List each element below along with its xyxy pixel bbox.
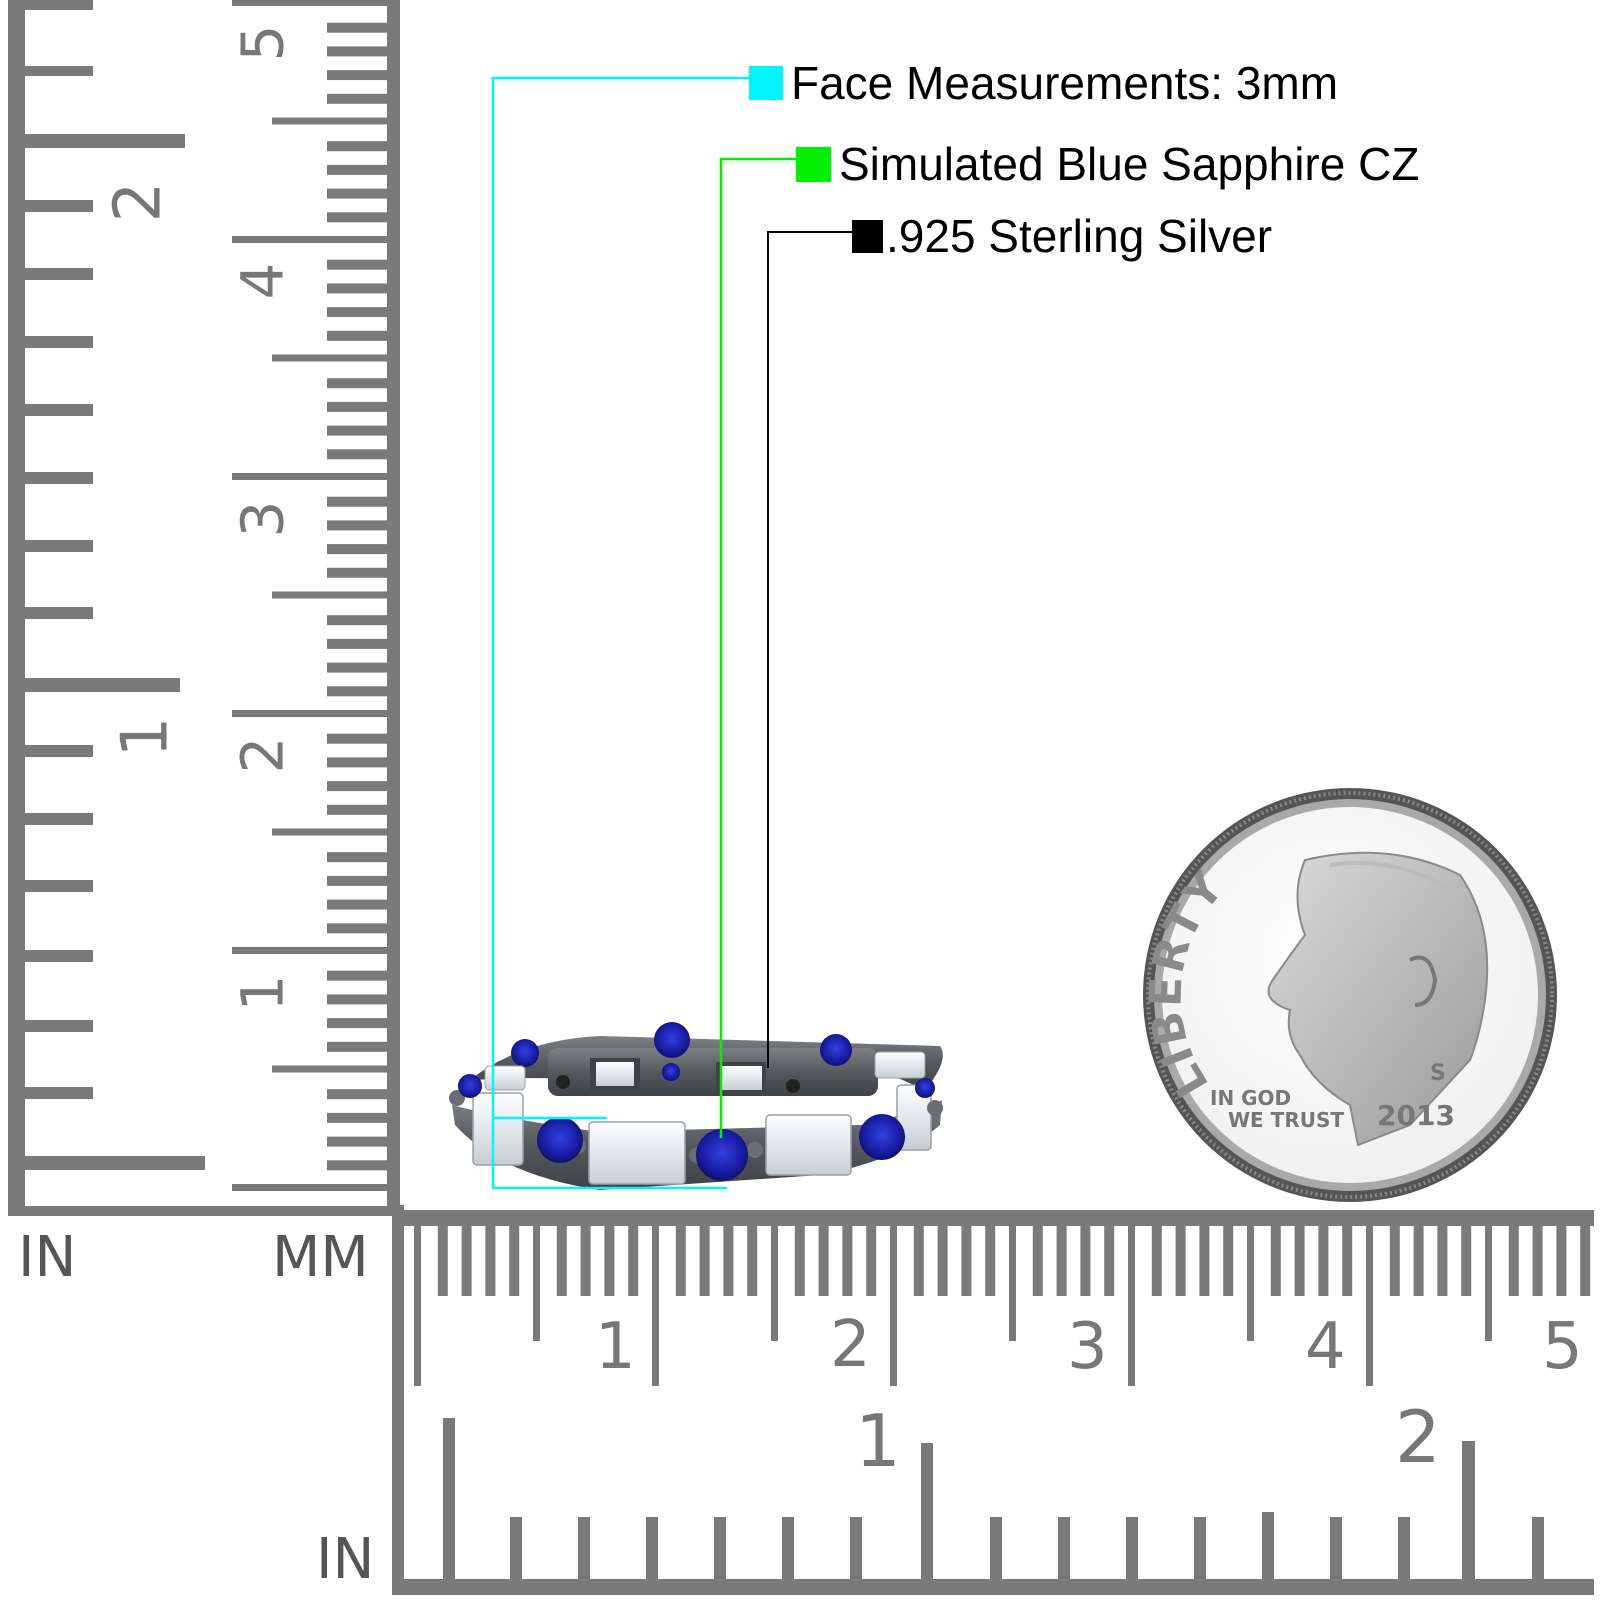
legend-face-measurements: Face Measurements: 3mm [749,60,1338,106]
coin-mint-mark: S [1430,1061,1446,1086]
horizontal-cm-label-5: 5 [1542,1310,1583,1384]
horizontal-cm-label-2: 2 [830,1308,871,1382]
horizontal-ruler-ticks [392,1205,1594,1595]
legend-label-face: Face Measurements: 3mm [791,57,1339,109]
horizontal-cm-label-3: 3 [1067,1310,1108,1384]
legend-label-metal: .925 Sterling Silver [886,210,1273,262]
vertical-mm-unit-label: MM [272,1225,369,1290]
vertical-ruler: 2 1 5 4 3 2 1 [0,0,402,1216]
coin-motto-line2: WE TRUST [1228,1108,1344,1132]
coin-motto-line1: IN GOD [1210,1086,1291,1110]
horizontal-ruler: 1 2 3 4 5 1 2 [390,1205,1600,1600]
green-swatch-icon [796,146,831,182]
dime-coin: LIBERTY IN GOD WE TRUST 2013 S [1140,785,1560,1205]
horizontal-cm-label-4: 4 [1305,1310,1346,1384]
horizontal-in-unit-label: IN [316,1527,375,1592]
coin-year: 2013 [1377,1099,1455,1132]
horizontal-cm-label-1: 1 [595,1310,636,1384]
legend-label-stone: Simulated Blue Sapphire CZ [839,138,1420,190]
black-swatch-icon [852,219,883,253]
vertical-in-unit-label: IN [18,1225,77,1290]
horizontal-in-label-1: 1 [855,1399,901,1483]
legend-stone: Simulated Blue Sapphire CZ [796,141,1419,187]
horizontal-in-label-2: 2 [1395,1395,1441,1479]
vertical-ruler-ticks [8,0,400,1216]
cyan-swatch-icon [749,66,783,100]
legend-metal: .925 Sterling Silver [852,213,1272,259]
